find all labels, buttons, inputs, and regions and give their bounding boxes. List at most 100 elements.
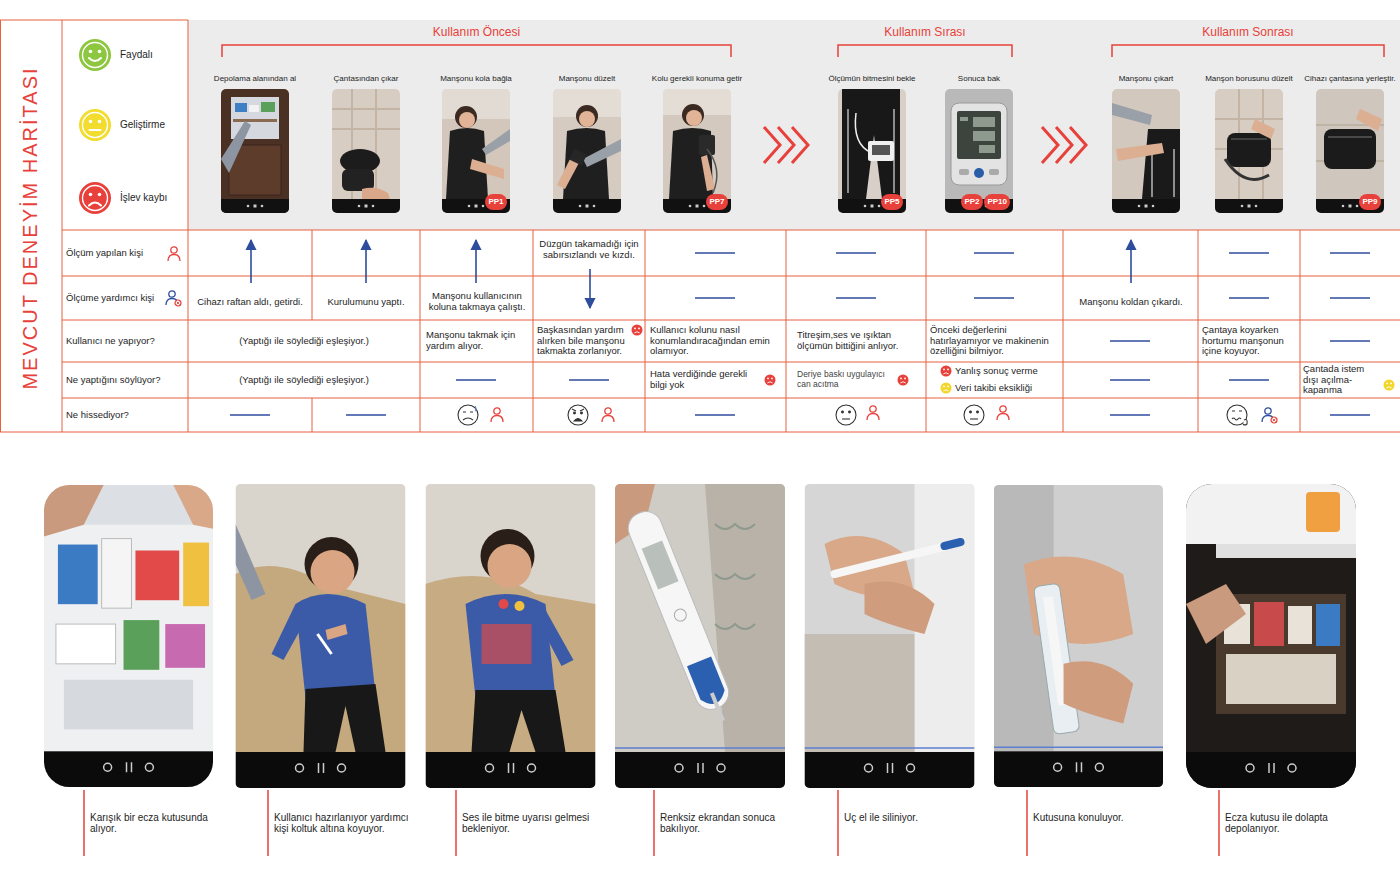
table-cell-text: Düzgün takamadığı için sabırsızlandı ve … — [536, 239, 642, 260]
thermometer-photo — [127, 762, 132, 772]
photo-caption: Kutusuna konuluyor. — [1033, 812, 1173, 854]
table-cell-text: Deriye baskı uygulayıcı can acıtma — [797, 370, 891, 389]
thermometer-photo — [528, 764, 536, 772]
legend-face — [79, 109, 111, 141]
step-photo — [838, 89, 906, 213]
thermometer-photo — [44, 485, 104, 537]
flow-arrow — [475, 240, 477, 283]
thermometer-photo — [615, 484, 785, 788]
badge-text: PP5 — [884, 197, 900, 207]
step-photo — [482, 205, 485, 208]
step-photo-card: Manşon borusunu düzelt — [1215, 89, 1283, 213]
feeling-face — [572, 409, 584, 411]
leader-line — [1026, 790, 1028, 856]
legend-text: Faydalı — [120, 48, 153, 62]
thermometer-photo — [1186, 484, 1356, 788]
thermometer-photo — [865, 582, 935, 635]
table-cell: Manşonu takmak için yardım alıyor. — [426, 321, 530, 361]
feeling-face — [1243, 420, 1247, 426]
issue-icon — [765, 375, 776, 386]
thermometer-photo — [994, 485, 1163, 787]
thermometer-photo — [296, 594, 376, 698]
participant-badge: PP10 — [984, 194, 1010, 210]
thermometer-photo — [994, 485, 1163, 787]
table-cell-text: (Yaptığı ile söylediği eşleşiyor.) — [239, 375, 369, 386]
issue-icon — [941, 366, 952, 377]
row-heading: Ne yaptığını söylüyor? — [66, 362, 184, 398]
step-photo — [1112, 89, 1180, 213]
step-photo — [235, 103, 247, 112]
thermometer-photo — [183, 543, 209, 607]
thermometer-photo — [1186, 484, 1356, 544]
step-photo — [663, 89, 731, 213]
thermometer-photo — [715, 524, 755, 629]
thermometer-photo — [865, 763, 915, 773]
photo-caption-text: Karışık bir ecza kutusunda alıyor. — [90, 812, 230, 834]
face-stroke — [89, 203, 101, 206]
empty-dash — [1330, 414, 1370, 416]
table-cell-text: Kurulumunu yaptı. — [327, 297, 404, 308]
thermometer-photo — [945, 542, 961, 546]
photo-caption-text: Ses ile bitme uyarısı gelmesi bekleniyor… — [462, 812, 602, 834]
flow-chevron — [778, 127, 794, 163]
step-photo — [1112, 89, 1180, 213]
step-photo — [696, 205, 699, 208]
empty-dash — [836, 252, 876, 254]
feeling-face — [964, 405, 984, 425]
table-cell: Deriye baskı uygulayıcı can acıtma — [797, 363, 891, 397]
table-cell: Titreşim,ses ve ışıktan ölçümün bittiğin… — [797, 321, 923, 361]
thermometer-photo — [1269, 763, 1274, 773]
step-photo — [442, 89, 510, 213]
step-photo-card: Manşonu düzelt — [553, 89, 621, 213]
step-photo — [838, 89, 906, 213]
table-cell: (Yaptığı ile söylediği eşleşiyor.) — [190, 321, 418, 361]
thermometer-photo — [426, 484, 596, 788]
thermometer-photo — [540, 610, 574, 666]
step-photo — [1316, 89, 1384, 213]
flow-chevron — [764, 127, 1086, 163]
flow-arrow — [589, 269, 591, 308]
thermometer-photo — [104, 762, 154, 772]
step-photo — [332, 89, 400, 213]
flow-chevron — [1056, 127, 1072, 163]
face-stroke — [98, 120, 102, 124]
phase-heading: Kullanım Öncesi — [222, 24, 731, 41]
leader-line — [837, 790, 839, 856]
table-cell-text: Hata verdiğinde gerekli bilgi yok — [650, 369, 758, 390]
step-photo — [442, 89, 510, 213]
step-photo — [332, 89, 400, 199]
phase-bracket — [222, 45, 1384, 57]
badge-text: PP10 — [987, 197, 1007, 207]
table-cell: Hata verdiğinde gerekli bilgi yok — [650, 363, 758, 397]
empty-dash — [1330, 297, 1370, 299]
face-stroke — [89, 120, 93, 124]
step-photo — [973, 131, 995, 141]
step-photo — [703, 205, 706, 208]
step-photo — [233, 119, 277, 122]
thermometer-photo — [623, 507, 738, 727]
legend-swatch — [79, 39, 111, 71]
step-photo-card: Manşonu çıkart — [1112, 89, 1180, 213]
thermometer-photo — [907, 764, 915, 772]
step-photo — [579, 111, 595, 127]
step-photo — [1316, 89, 1384, 213]
feeling-face — [842, 411, 844, 413]
row-heading-text: Ne hissediyor? — [66, 410, 129, 421]
table-cell: (Yaptığı ile söylediği eşleşiyor.) — [190, 363, 418, 397]
step-photo — [221, 199, 289, 213]
step-photo — [848, 109, 894, 193]
step-photo — [372, 205, 375, 208]
thermometer-photo — [805, 484, 975, 788]
empty-dash — [836, 297, 876, 299]
role-icon — [602, 408, 614, 422]
step-photo — [689, 205, 692, 208]
thermometer-photo — [1226, 654, 1336, 704]
thermometer-photo — [710, 692, 725, 721]
step-photo — [1215, 89, 1283, 213]
step-photo — [365, 205, 368, 208]
thermometer-photo — [1054, 763, 1062, 771]
step-photo — [362, 188, 390, 199]
flow-arrow — [250, 240, 252, 283]
face-stroke — [89, 193, 93, 197]
thermometer-photo — [64, 680, 193, 730]
